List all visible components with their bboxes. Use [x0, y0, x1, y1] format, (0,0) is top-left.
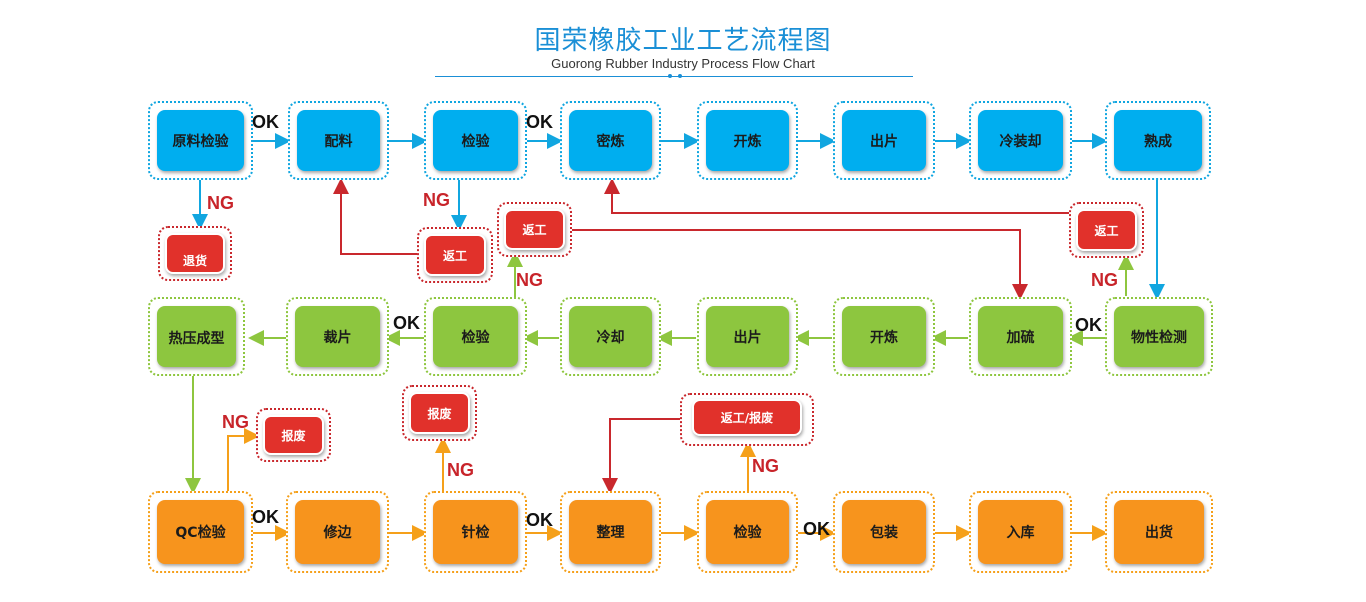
step-inspection-3: 检验	[697, 491, 798, 573]
ng-label: NG	[1091, 270, 1118, 290]
red-box-label: 返工	[1076, 209, 1137, 251]
page-title: 国荣橡胶工业工艺流程图	[534, 26, 832, 56]
step-warehousing: 入库	[969, 491, 1072, 573]
step-label: 针检	[433, 500, 518, 564]
step-label: 热压成型	[157, 306, 236, 367]
step-label: 出货	[1114, 500, 1204, 564]
ng-label: NG	[752, 456, 779, 476]
red-box-label: 返工/报废	[692, 399, 802, 436]
step-aging: 熟成	[1105, 101, 1211, 180]
red-box-label: 返工	[424, 234, 486, 276]
step-sheeting-1: 出片	[833, 101, 935, 180]
step-label: 配料	[297, 110, 380, 171]
ok-label: OK	[393, 313, 420, 333]
title-dot-right	[678, 74, 682, 78]
step-sheeting-2: 出片	[697, 297, 798, 376]
step-label: 物性检测	[1114, 306, 1204, 367]
step-label: 熟成	[1114, 110, 1202, 171]
ok-label: OK	[252, 507, 279, 527]
step-shipping: 出货	[1105, 491, 1213, 573]
ng-label: NG	[447, 460, 474, 480]
red-box-return-goods: 退货	[158, 226, 232, 281]
ng-label: NG	[222, 412, 249, 432]
step-trimming: 修边	[286, 491, 389, 573]
ok-label: OK	[526, 510, 553, 530]
step-label: 整理	[569, 500, 652, 564]
step-cooling-2: 冷却	[560, 297, 661, 376]
return-fangong1-peiliao	[333, 178, 417, 255]
step-open-milling-1: 开炼	[697, 101, 798, 180]
red-box-rework-2: 返工	[497, 202, 572, 257]
step-finishing: 整理	[560, 491, 661, 573]
step-label: QC检验	[157, 500, 244, 564]
return-fangong-baofei-zhengli	[602, 418, 692, 494]
step-label: 冷装却	[978, 110, 1063, 171]
step-vulcanization: 加硫	[969, 297, 1072, 376]
return-fangong2-jialiu	[572, 229, 1028, 300]
red-box-label: 报废	[409, 392, 470, 434]
step-label: 入库	[978, 500, 1063, 564]
step-needle-inspection: 针检	[424, 491, 527, 573]
return-fangong3-milian	[604, 178, 1072, 214]
step-packaging: 包装	[833, 491, 935, 573]
ok-label: OK	[252, 112, 279, 132]
ng-label: NG	[207, 193, 234, 213]
step-label: 开炼	[706, 110, 789, 171]
step-inspection-2: 检验	[424, 297, 527, 376]
step-raw-material-inspection: 原料检验	[148, 101, 253, 180]
step-physical-testing: 物性检测	[1105, 297, 1213, 376]
step-label: 检验	[433, 306, 518, 367]
step-label: 原料检验	[157, 110, 244, 171]
step-label: 密炼	[569, 110, 652, 171]
step-internal-mixing: 密炼	[560, 101, 661, 180]
step-inspection-1: 检验	[424, 101, 527, 180]
step-hot-press-molding: 热压成型	[148, 297, 245, 376]
red-box-scrap-2: 报废	[402, 385, 477, 441]
red-box-label: 报废	[263, 415, 324, 455]
step-cooling-1: 冷装却	[969, 101, 1072, 180]
step-label: 出片	[842, 110, 926, 171]
step-label: 裁片	[295, 306, 380, 367]
step-label: 包装	[842, 500, 926, 564]
page-subtitle: Guorong Rubber Industry Process Flow Cha…	[551, 56, 815, 71]
ok-label: OK	[1075, 315, 1102, 335]
step-open-milling-2: 开炼	[833, 297, 935, 376]
ok-label: OK	[526, 112, 553, 132]
step-label: 冷却	[569, 306, 652, 367]
step-label: 修边	[295, 500, 380, 564]
red-box-scrap-1: 报废	[256, 408, 331, 462]
ng-label: NG	[516, 270, 543, 290]
title-dot-left	[668, 74, 672, 78]
ok-label: OK	[803, 519, 830, 539]
step-batching: 配料	[288, 101, 389, 180]
step-qc-inspection: QC检验	[148, 491, 253, 573]
ng-label: NG	[423, 190, 450, 210]
red-box-rework-1: 返工	[417, 227, 493, 283]
title-underline	[435, 76, 913, 77]
step-label: 出片	[706, 306, 789, 367]
red-box-label: 返工	[504, 209, 565, 250]
red-box-label: 退货	[165, 233, 225, 274]
step-label: 检验	[706, 500, 789, 564]
step-label: 检验	[433, 110, 518, 171]
red-box-rework-scrap: 返工/报废	[680, 393, 814, 446]
step-label: 开炼	[842, 306, 926, 367]
step-label: 加硫	[978, 306, 1063, 367]
step-cutting: 裁片	[286, 297, 389, 376]
red-box-rework-3: 返工	[1069, 202, 1144, 258]
arrow-ng-baofei1	[227, 428, 260, 495]
